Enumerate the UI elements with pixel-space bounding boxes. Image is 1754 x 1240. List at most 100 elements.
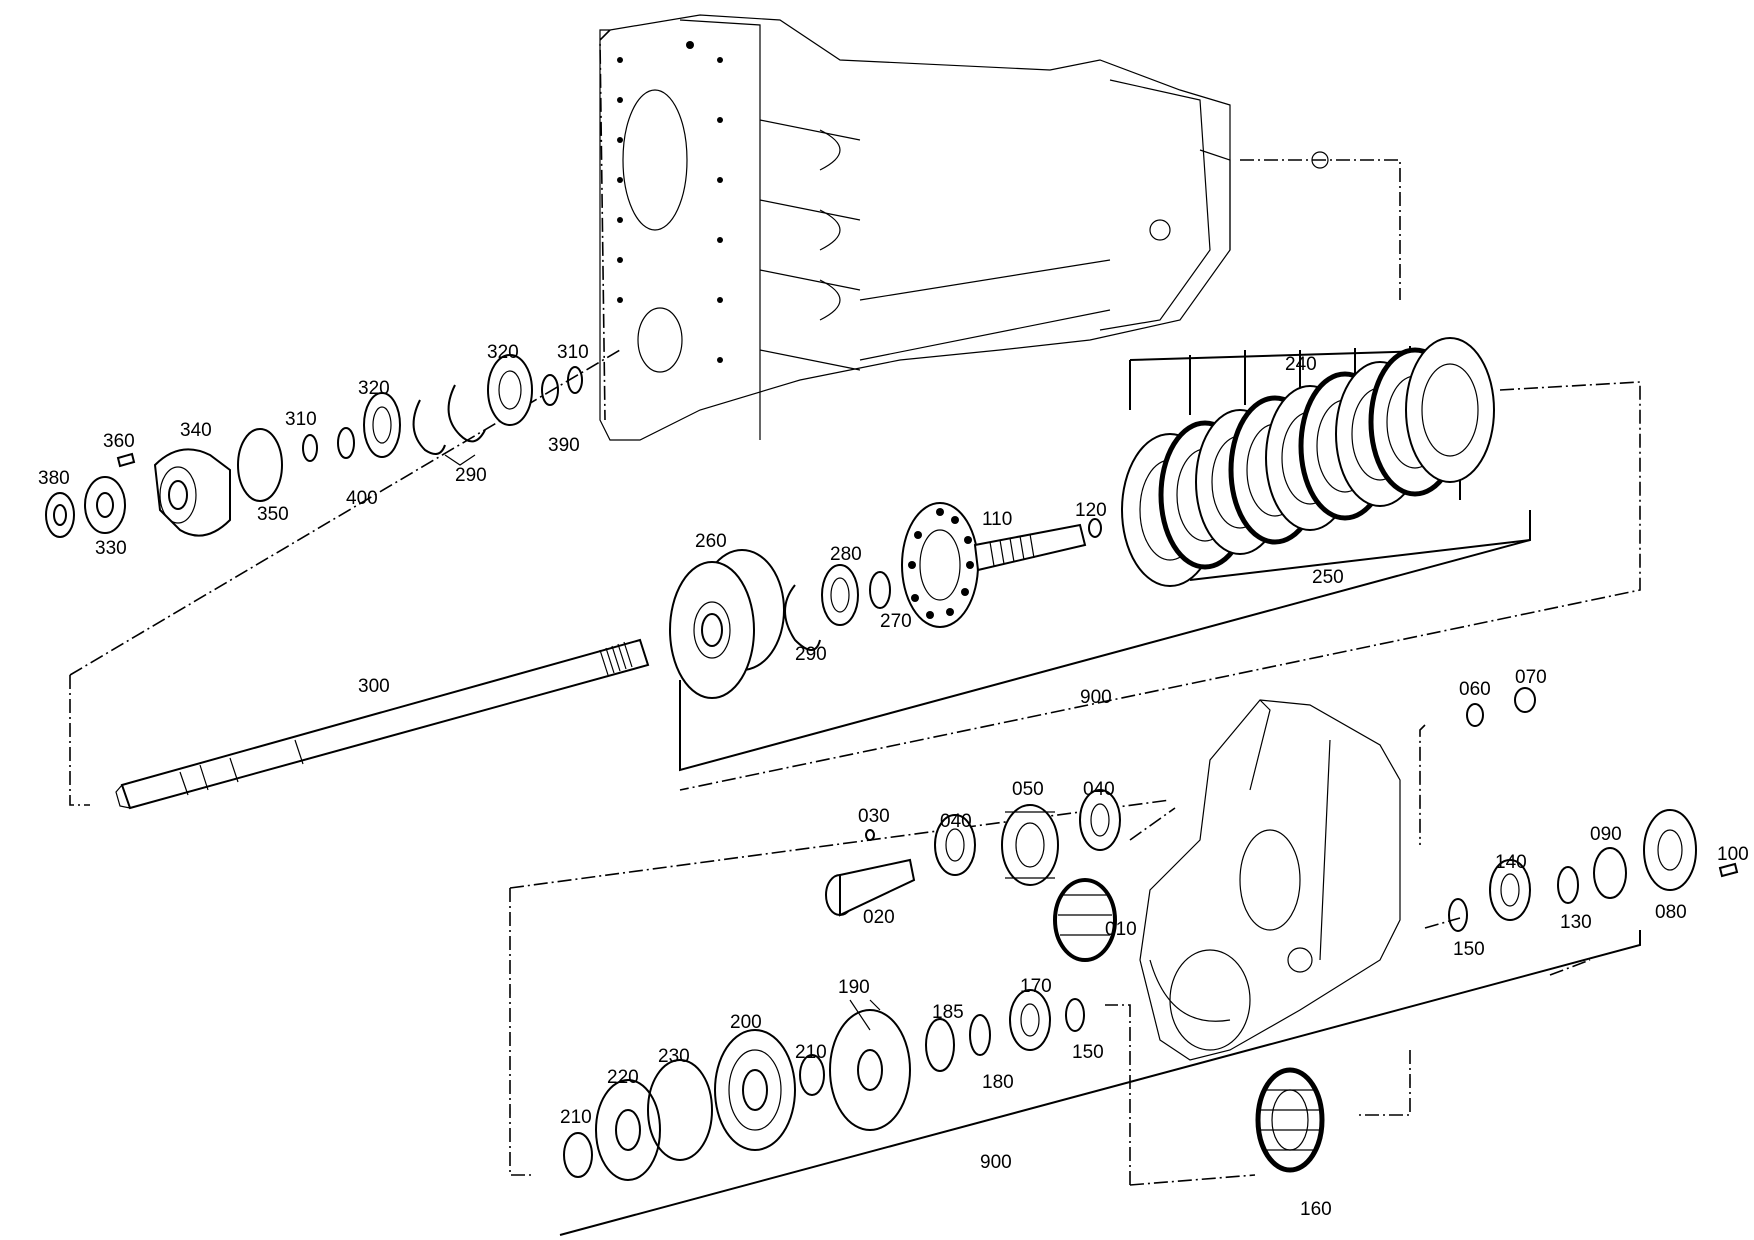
label-040-right: 040 [1083,779,1115,800]
ring-330 [84,476,126,534]
label-040-left: 040 [940,811,972,832]
label-130: 130 [1560,912,1592,933]
bracket-lines [559,346,1641,1236]
seal-380 [45,492,75,538]
gear-050 [1001,804,1059,886]
ring-150-right [1448,898,1468,932]
label-170: 170 [1020,976,1052,997]
bearing-320-right [487,354,533,426]
ring-270 [869,571,891,609]
pin-020 [825,858,916,917]
label-140: 140 [1495,852,1527,873]
label-120: 120 [1075,500,1107,521]
label-185: 185 [932,1002,964,1023]
ring-130 [1557,866,1579,904]
bolt-100 [1718,862,1739,878]
o-ring-090 [1593,847,1627,899]
cover-080 [1643,809,1697,891]
label-070: 070 [1515,667,1547,688]
spring-190 [829,1009,911,1131]
ring-185 [925,1018,955,1072]
label-160: 160 [1300,1199,1332,1220]
label-250: 250 [1312,567,1344,588]
ring-120 [1088,518,1102,538]
nut-070 [1514,687,1536,713]
bearing-320-left [363,392,401,458]
carrier-110 [901,502,1087,628]
label-200: 200 [730,1012,762,1033]
snap-ring-290-lower [784,584,821,651]
label-220: 220 [607,1067,639,1088]
label-900-upper: 900 [1080,687,1112,708]
label-010: 010 [1105,919,1137,940]
label-030: 030 [858,806,890,827]
label-300: 300 [358,676,390,697]
ring-210-right [799,1054,825,1096]
leader-lines [444,454,881,1031]
piston-200 [714,1029,796,1151]
label-020: 020 [863,907,895,928]
disc-250-5 [1405,337,1495,483]
label-400: 400 [346,488,378,509]
o-ring-230 [647,1059,713,1161]
label-190: 190 [838,977,870,998]
label-110: 110 [982,509,1012,530]
label-080: 080 [1655,902,1687,923]
bearing-040-right [1079,789,1121,851]
label-210-right: 210 [795,1042,827,1063]
label-230: 230 [658,1046,690,1067]
label-090: 090 [1590,824,1622,845]
ring-210-left [563,1132,593,1178]
label-290-lower: 290 [795,644,827,665]
label-260: 260 [695,531,727,552]
disc-220 [595,1079,661,1181]
label-280: 280 [830,544,862,565]
bearing-170 [1009,989,1051,1051]
gear-160 [1255,1067,1325,1173]
label-320-right: 320 [487,342,519,363]
guide-lines [69,159,1641,1186]
ring-390 [541,374,559,406]
cover-340 [153,448,231,537]
label-100: 100 [1717,844,1749,865]
label-320-left: 320 [358,378,390,399]
label-900-lower: 900 [980,1152,1012,1173]
ring-310-left [302,434,318,462]
label-380: 380 [38,468,70,489]
washer-060 [1466,703,1484,727]
shaft-300 [115,638,650,810]
snap-rings-290-upper [412,384,486,455]
label-310-right: 310 [557,342,589,363]
label-050: 050 [1012,779,1044,800]
ring-150-left [1065,998,1085,1032]
drum-260 [669,549,785,699]
label-350: 350 [257,504,289,525]
label-150-right: 150 [1453,939,1485,960]
label-330: 330 [95,538,127,559]
label-150-left: 150 [1072,1042,1104,1063]
bearing-280 [821,564,859,626]
label-340: 340 [180,420,212,441]
label-210-left: 210 [560,1107,592,1128]
label-310-left: 310 [285,409,317,430]
bearing-040-left [934,814,976,876]
labels: 010 020 030 040 050 040 060 070 080 090 … [38,342,1749,1220]
bolt-360 [116,452,136,468]
o-ring-350 [237,428,283,502]
label-390: 390 [548,435,580,456]
gear-010 [1053,878,1117,962]
label-290-upper: 290 [455,465,487,486]
label-060: 060 [1459,679,1491,700]
label-180: 180 [982,1072,1014,1093]
transfer-housing [1139,699,1401,1061]
label-360: 360 [103,431,135,452]
ring-310-right [567,366,583,394]
bearing-140 [1489,859,1531,921]
label-240: 240 [1285,354,1317,375]
label-270: 270 [880,611,912,632]
pin-030 [865,829,875,841]
ring-400 [337,427,355,459]
ring-180 [969,1014,991,1056]
